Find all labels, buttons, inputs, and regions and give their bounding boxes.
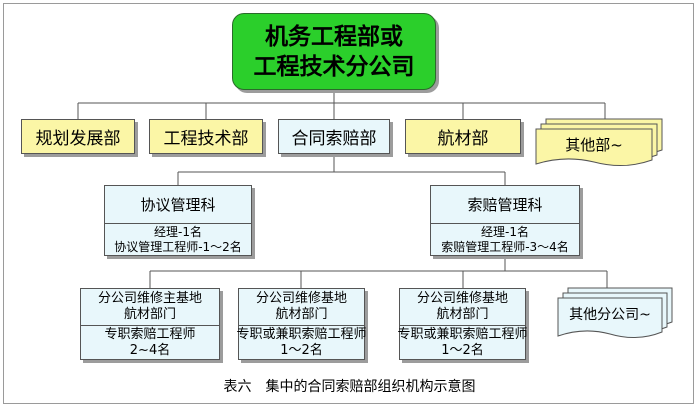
branch-base-1-count: 1～2名 <box>280 342 323 358</box>
branch-main-base-count: 2~4名 <box>129 342 171 358</box>
node-engineering-dept: 工程技术部 <box>149 119 263 154</box>
node-material-dept: 航材部 <box>405 119 521 154</box>
section-claim-manager: 经理-1名 <box>481 224 529 239</box>
branch-main-base-dept: 航材部门 <box>123 307 176 322</box>
branch-main-base-name: 分公司维修主基地 <box>97 291 202 306</box>
top-node-line2: 工程技术分公司 <box>253 53 415 80</box>
branch-base-1-role: 专职或兼职索赔工程师 <box>236 326 367 342</box>
branch-main-base-role: 专职索赔工程师 <box>104 326 196 342</box>
top-node-line1: 机务工程部或 <box>265 23 403 50</box>
branch-base-2-count: 1～2名 <box>441 342 484 358</box>
other-branch-shape <box>557 287 673 338</box>
figure-caption: 表六 集中的合同索赔部组织机构示意图 <box>223 379 476 395</box>
section-claim-staff: 经理-1名 索赔管理工程师-3～4名 <box>431 223 579 255</box>
branch-base-2: 分公司维修基地 航材部门 专职或兼职索赔工程师 1～2名 <box>397 288 528 360</box>
section-agreement-engineers: 协议管理工程师-1～2名 <box>114 239 242 254</box>
node-other-dept: 其他部~ <box>565 136 623 154</box>
node-planning-dept: 规划发展部 <box>21 119 135 154</box>
section-claim-engineers: 索赔管理工程师-3～4名 <box>441 239 569 254</box>
branch-base-1: 分公司维修基地 航材部门 专职或兼职索赔工程师 1～2名 <box>236 288 367 360</box>
section-agreement-manager: 经理-1名 <box>154 224 202 239</box>
section-claim-title: 索赔管理科 <box>467 196 543 214</box>
section-claim: 索赔管理科 经理-1名 索赔管理工程师-3～4名 <box>430 185 580 256</box>
branch-base-2-staff: 专职或兼职索赔工程师 1～2名 <box>397 325 528 359</box>
node-other-branch: 其他分公司~ <box>569 307 651 323</box>
branch-base-2-header: 分公司维修基地 航材部门 <box>400 289 525 325</box>
node-contract-claim-dept: 合同索赔部 <box>278 119 390 154</box>
other-dept-shape <box>535 118 663 166</box>
section-agreement-title: 协议管理科 <box>140 196 216 214</box>
branch-base-1-dept: 航材部门 <box>275 307 328 322</box>
top-node-maintenance-dept: 机务工程部或 工程技术分公司 <box>232 13 436 90</box>
branch-base-1-header: 分公司维修基地 航材部门 <box>239 289 364 325</box>
branch-main-base-staff: 专职索赔工程师 2~4名 <box>81 325 219 359</box>
branch-base-1-name: 分公司维修基地 <box>255 291 347 306</box>
branch-base-2-name: 分公司维修基地 <box>416 291 508 306</box>
branch-base-1-staff: 专职或兼职索赔工程师 1～2名 <box>236 325 367 359</box>
branch-base-2-dept: 航材部门 <box>436 307 489 322</box>
section-agreement: 协议管理科 经理-1名 协议管理工程师-1～2名 <box>104 185 252 256</box>
branch-main-base: 分公司维修主基地 航材部门 专职索赔工程师 2~4名 <box>80 288 220 360</box>
branch-base-2-role: 专职或兼职索赔工程师 <box>397 326 528 342</box>
section-agreement-staff: 经理-1名 协议管理工程师-1～2名 <box>105 223 251 255</box>
branch-main-base-header: 分公司维修主基地 航材部门 <box>81 289 219 325</box>
